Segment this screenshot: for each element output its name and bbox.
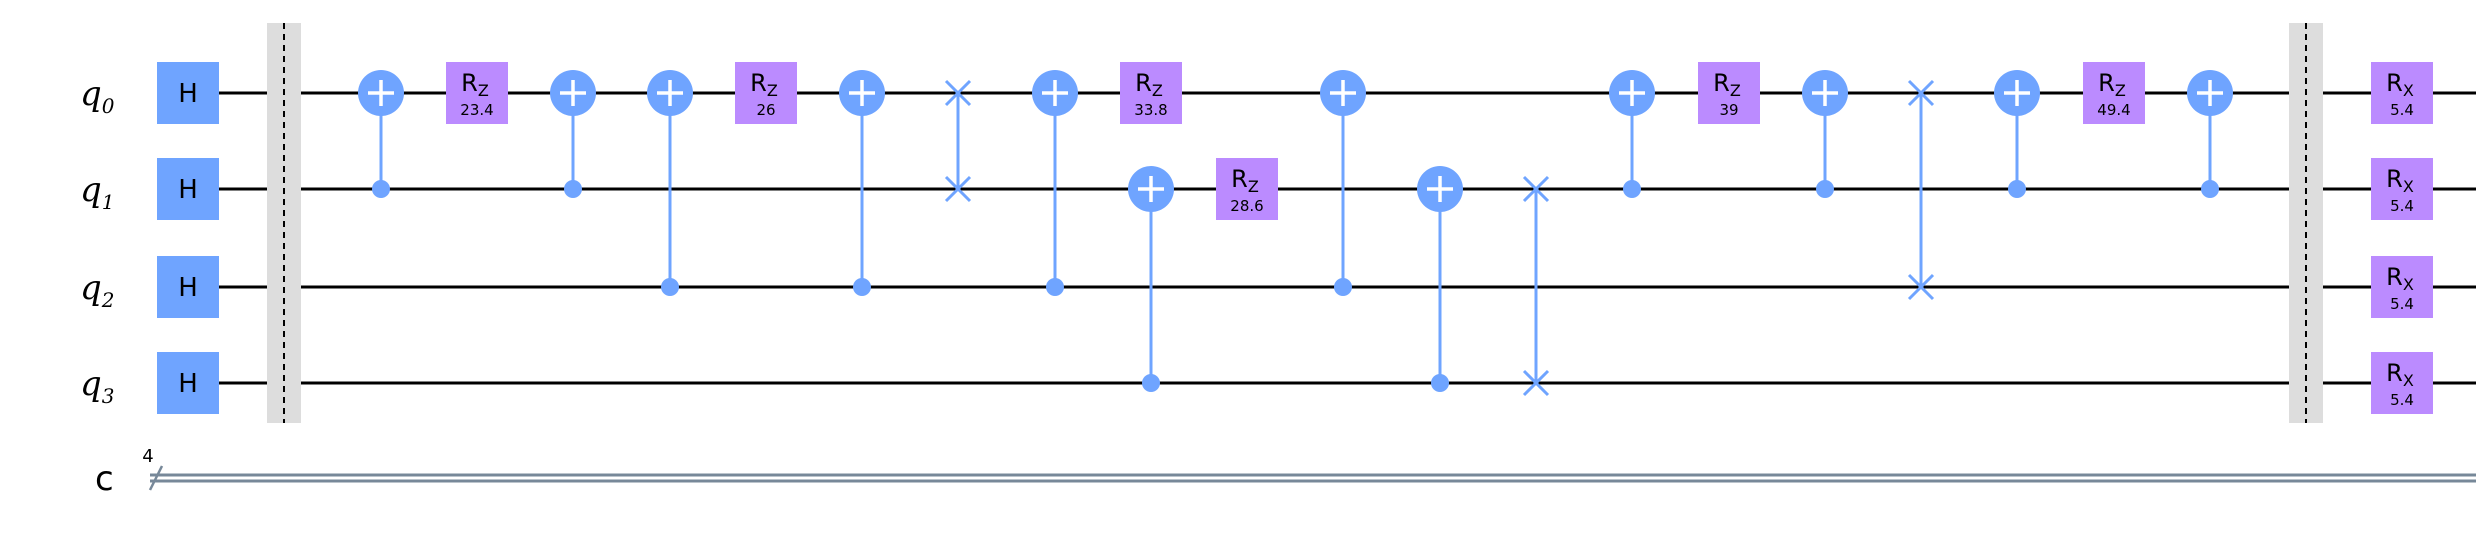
h-gate: H	[157, 352, 219, 414]
swap-cross-0	[944, 79, 972, 107]
h-gate-box	[157, 256, 219, 318]
qubit-label-3: q3	[80, 364, 115, 408]
wires-layer	[148, 91, 2476, 491]
cnot-control-dot	[1431, 374, 1449, 392]
rx-gate-box	[2371, 158, 2433, 220]
rx-gate: RX5.4	[2371, 62, 2433, 124]
swap-cross-0	[1907, 79, 1935, 107]
h-gate-label: H	[178, 273, 198, 303]
cnot-control-dot	[1046, 278, 1064, 296]
cnot-gate	[2187, 70, 2233, 198]
cnot-control-dot	[1334, 278, 1352, 296]
h-gate: H	[157, 256, 219, 318]
cnot-control-dot	[661, 278, 679, 296]
rx-gate: RX5.4	[2371, 158, 2433, 220]
bus-slash	[148, 465, 164, 491]
cnot-gate	[1802, 70, 1848, 198]
rx-gate-box	[2371, 352, 2433, 414]
rx-gate-label: RX	[2386, 165, 2414, 196]
rz-gate-param: 33.8	[1134, 101, 1167, 119]
rz-gate-param: 23.4	[460, 101, 493, 119]
cnot-gate	[1032, 70, 1078, 296]
cnot-gate	[1128, 166, 1174, 392]
rz-gate-param: 49.4	[2097, 101, 2130, 119]
swap-cross-1	[1522, 369, 1550, 397]
swap-gate	[1907, 79, 1935, 301]
rz-gate-box	[446, 62, 508, 124]
rz-gate-box	[1120, 62, 1182, 124]
rz-gate-box	[1216, 158, 1278, 220]
qubit-label-2: q2	[80, 268, 115, 312]
cnot-gate	[1417, 166, 1463, 392]
rx-gate-param: 5.4	[2390, 295, 2414, 313]
qubit-label-1: q1	[80, 170, 115, 214]
cnot-control-dot	[2008, 180, 2026, 198]
cnot-control-dot	[1816, 180, 1834, 198]
rx-gate-box	[2371, 256, 2433, 318]
cnot-control-dot	[1623, 180, 1641, 198]
h-gate-box	[157, 62, 219, 124]
gates-layer: HHHHRZ23.4RZ26RZ33.8RZ28.6RZ39RZ49.4RX5.…	[157, 23, 2433, 423]
classical-register-size: 4	[142, 446, 153, 467]
rz-gate-box	[2083, 62, 2145, 124]
barrier	[2289, 23, 2323, 423]
h-gate-label: H	[178, 369, 198, 399]
cnot-gate	[358, 70, 404, 198]
cnot-control-dot	[853, 278, 871, 296]
swap-cross-0	[1522, 175, 1550, 203]
cnot-control-dot	[564, 180, 582, 198]
cnot-gate	[1320, 70, 1366, 296]
rx-gate-param: 5.4	[2390, 391, 2414, 409]
classical-register-label: c	[95, 459, 114, 499]
rx-gate-param: 5.4	[2390, 197, 2414, 215]
cnot-control-dot	[1142, 374, 1160, 392]
rz-gate-param: 28.6	[1230, 197, 1263, 215]
h-gate: H	[157, 158, 219, 220]
h-gate-box	[157, 352, 219, 414]
cnot-gate	[550, 70, 596, 198]
cnot-gate	[647, 70, 693, 296]
cnot-gate	[1994, 70, 2040, 198]
rx-gate-param: 5.4	[2390, 101, 2414, 119]
rx-gate-box	[2371, 62, 2433, 124]
swap-cross-1	[944, 175, 972, 203]
register-labels: 4 q0 q1 q2 q3 c	[80, 74, 154, 499]
rz-gate-param: 26	[756, 101, 775, 119]
h-gate-label: H	[178, 79, 198, 109]
h-gate: H	[157, 62, 219, 124]
cnot-gate	[1609, 70, 1655, 198]
rx-gate: RX5.4	[2371, 352, 2433, 414]
rx-gate: RX5.4	[2371, 256, 2433, 318]
barrier	[267, 23, 301, 423]
rz-gate-label: RZ	[461, 69, 489, 100]
h-gate-label: H	[178, 175, 198, 205]
qubit-label-0: q0	[80, 74, 115, 118]
cnot-control-dot	[2201, 180, 2219, 198]
rz-gate-box	[1698, 62, 1760, 124]
cnot-gate	[839, 70, 885, 296]
swap-gate	[944, 79, 972, 203]
h-gate-box	[157, 158, 219, 220]
rz-gate-box	[735, 62, 797, 124]
rz-gate-param: 39	[1719, 101, 1738, 119]
swap-cross-1	[1907, 273, 1935, 301]
cnot-control-dot	[372, 180, 390, 198]
swap-gate	[1522, 175, 1550, 397]
